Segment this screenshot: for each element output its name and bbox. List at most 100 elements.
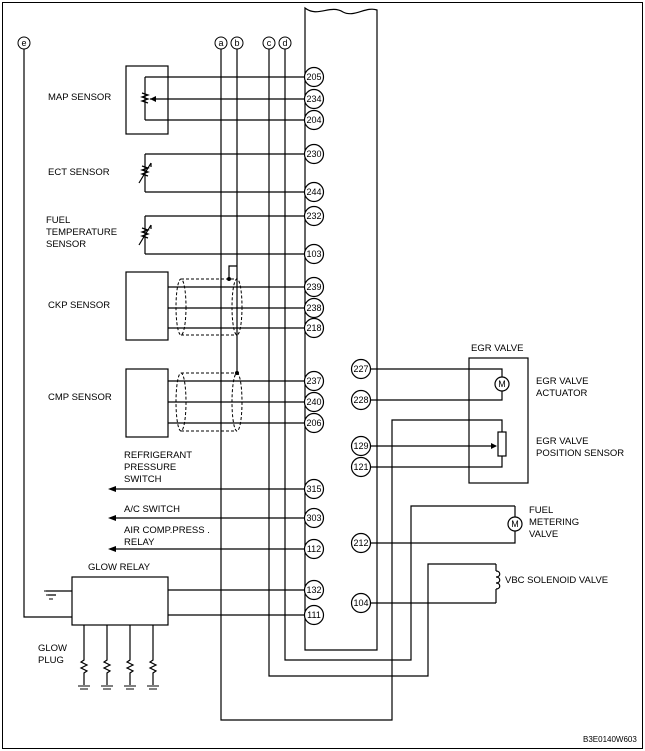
pin-230: 230 (303, 143, 325, 165)
pin-132: 132 (303, 579, 325, 601)
svg-text:232: 232 (306, 211, 321, 221)
svg-text:205: 205 (306, 72, 321, 82)
pin-129: 129 (350, 435, 372, 457)
pin-232: 232 (303, 205, 325, 227)
pin-228: 228 (350, 389, 372, 411)
svg-text:104: 104 (353, 598, 368, 608)
svg-text:132: 132 (306, 585, 321, 595)
pin-212: 212 (350, 532, 372, 554)
glow-plug-icons (78, 625, 159, 690)
marker-b: b (230, 36, 244, 50)
pin-303: 303 (303, 507, 325, 529)
ect-sensor-label: ECT SENSOR (48, 167, 110, 178)
fuel-metering-label-1: FUEL (529, 505, 553, 516)
pin-237: 237 (303, 370, 325, 392)
marker-e: e (17, 36, 31, 50)
svg-text:204: 204 (306, 115, 321, 125)
air-comp-label-2: RELAY (124, 537, 155, 548)
fuel-temp-label-2: TEMPERATURE (46, 227, 117, 238)
vbc-solenoid-icon (495, 564, 501, 603)
svg-text:d: d (282, 38, 287, 48)
pin-240: 240 (303, 391, 325, 413)
svg-text:206: 206 (306, 418, 321, 428)
svg-text:239: 239 (306, 282, 321, 292)
marker-c: c (262, 36, 276, 50)
svg-text:315: 315 (306, 484, 321, 494)
marker-a: a (214, 36, 228, 50)
glow-relay-ground-icon (46, 590, 72, 596)
svg-text:230: 230 (306, 149, 321, 159)
svg-text:b: b (234, 38, 239, 48)
svg-text:103: 103 (306, 249, 321, 259)
line-e (23, 49, 72, 618)
pin-121: 121 (350, 456, 372, 478)
pin-239: 239 (303, 276, 325, 298)
air-comp-label-1: AIR COMP.PRESS . (124, 525, 210, 536)
pin-104: 104 (350, 592, 372, 614)
svg-text:228: 228 (353, 395, 368, 405)
vbc-label: VBC SOLENOID VALVE (505, 575, 608, 586)
egr-position-label-1: EGR VALVE (536, 436, 588, 447)
pin-244: 244 (303, 181, 325, 203)
pins-left: 205 234 204 230 244 232 103 239 238 218 237 240 206 3… (303, 66, 325, 626)
cmp-sensor-label: CMP SENSOR (48, 392, 112, 403)
pin-218: 218 (303, 317, 325, 339)
glow-plug-label-1: GLOW (38, 643, 67, 654)
map-sensor-box (125, 65, 169, 135)
svg-text:240: 240 (306, 397, 321, 407)
egr-actuator-label-2: ACTUATOR (536, 388, 588, 399)
diagram-code: B3E0140W603 (583, 735, 637, 744)
egr-valve-label: EGR VALVE (471, 343, 523, 354)
pin-227: 227 (350, 358, 372, 380)
marker-d: d (278, 36, 292, 50)
fuel-temp-label-3: SENSOR (46, 239, 86, 250)
svg-text:237: 237 (306, 376, 321, 386)
pin-205: 205 (303, 66, 325, 88)
refrigerant-label-2: PRESSURE (124, 462, 176, 473)
line-c (268, 49, 496, 677)
egr-position-sensor-icon (497, 431, 507, 457)
ac-switch-label: A/C SWITCH (124, 504, 180, 515)
ckp-sensor-box (125, 271, 169, 341)
refrigerant-label-3: SWITCH (124, 474, 162, 485)
fuel-metering-label-3: VALVE (529, 529, 558, 540)
svg-text:M: M (498, 379, 506, 389)
ckp-sensor-label: CKP SENSOR (48, 300, 110, 311)
svg-text:227: 227 (353, 364, 368, 374)
svg-text:111: 111 (307, 610, 321, 620)
pin-111: 111 (303, 604, 325, 626)
svg-text:a: a (218, 38, 223, 48)
fuel-temp-label-1: FUEL (46, 215, 70, 226)
refrigerant-label-1: REFRIGERANT (124, 450, 192, 461)
svg-text:129: 129 (353, 441, 368, 451)
svg-text:218: 218 (306, 323, 321, 333)
svg-text:238: 238 (306, 303, 321, 313)
svg-text:303: 303 (306, 513, 321, 523)
pin-238: 238 (303, 297, 325, 319)
svg-text:M: M (511, 519, 519, 529)
svg-text:112: 112 (307, 544, 321, 554)
svg-text:c: c (267, 38, 272, 48)
line-a (220, 49, 466, 721)
pin-206: 206 (303, 412, 325, 434)
svg-text:e: e (21, 38, 26, 48)
pins-right: 227 228 129 121 212 104 (350, 358, 372, 614)
map-sensor-label: MAP SENSOR (48, 92, 111, 103)
fuel-metering-label-2: METERING (529, 517, 579, 528)
egr-position-label-2: POSITION SENSOR (536, 448, 624, 459)
glow-relay-label: GLOW RELAY (88, 562, 151, 573)
svg-text:212: 212 (353, 538, 368, 548)
line-d (284, 49, 515, 661)
cmp-sensor-box (125, 368, 169, 438)
svg-text:121: 121 (353, 462, 368, 472)
glow-plug-label-2: PLUG (38, 655, 64, 666)
pin-204: 204 (303, 109, 325, 131)
svg-text:244: 244 (306, 187, 321, 197)
pin-234: 234 (303, 88, 325, 110)
svg-text:234: 234 (306, 94, 321, 104)
pin-103: 103 (303, 243, 325, 265)
pin-315: 315 (303, 478, 325, 500)
pin-112: 112 (303, 538, 325, 560)
